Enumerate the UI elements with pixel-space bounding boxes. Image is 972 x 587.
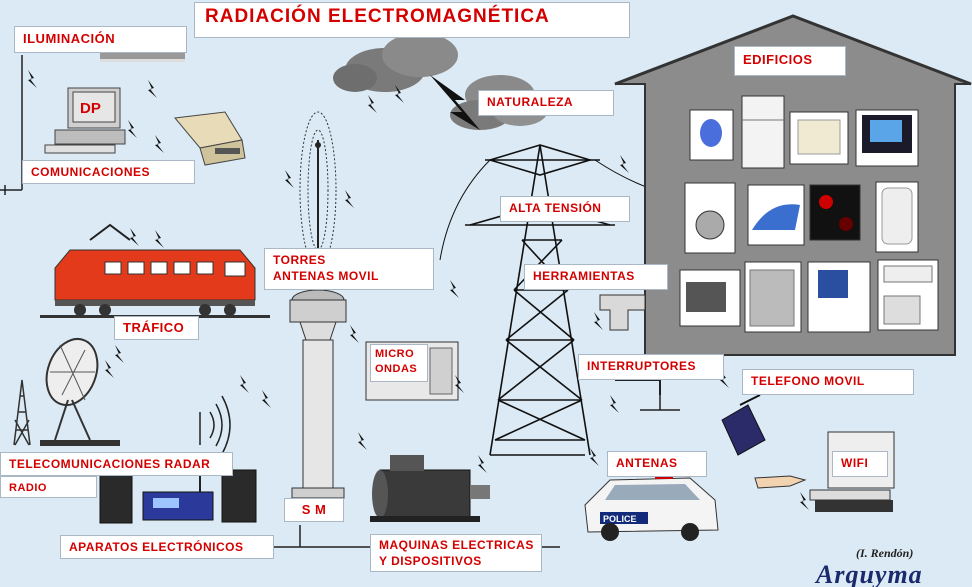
ceiling-light-icon: [100, 53, 185, 62]
switch-icon: [615, 379, 661, 395]
label-torres-antenas: TORRES ANTENAS MOVIL: [264, 248, 434, 290]
label-torres-line1: TORRES: [273, 253, 326, 267]
label-microondas: MICRO ONDAS: [370, 344, 428, 382]
label-trafico: TRÁFICO: [114, 316, 199, 340]
label-telecomunicaciones-radar: TELECOMUNICACIONES RADAR: [0, 452, 233, 476]
label-micro-line1: MICRO: [375, 348, 415, 360]
label-interruptores: INTERRUPTORES: [578, 354, 724, 380]
computer-icon: DP: [44, 87, 126, 154]
label-naturaleza: NATURALEZA: [478, 90, 614, 116]
label-micro-line2: ONDAS: [375, 363, 418, 375]
label-radio: RADIO: [0, 476, 97, 498]
signal-waves-icon: [199, 395, 231, 455]
electronic-device-icon: [99, 469, 257, 524]
radio-mast-icon: [13, 379, 31, 446]
label-iluminacion: ILUMINACIÓN: [14, 26, 187, 53]
label-alta-tension: ALTA TENSIÓN: [500, 196, 630, 222]
label-edificios: EDIFICIOS: [734, 46, 846, 76]
electric-motor-icon: [370, 455, 490, 522]
label-wifi: WIFI: [832, 451, 888, 477]
radar-dish-icon: [40, 338, 120, 446]
credit-text: (I. Rendón): [856, 546, 914, 560]
label-antenas: ANTENAS: [607, 451, 707, 477]
label-maquinas-electricas: MAQUINAS ELECTRICAS Y DISPOSITIVOS: [370, 534, 542, 572]
label-torres-line2: ANTENAS MOVIL: [273, 269, 379, 283]
printer-icon: [174, 111, 246, 166]
mobile-phone-icon: [721, 394, 766, 456]
fridge-icon: [741, 95, 785, 169]
cooktop-icon: [809, 184, 861, 241]
label-maquinas-line1: MAQUINAS ELECTRICAS: [379, 538, 534, 552]
appliance-grid: [679, 95, 939, 333]
power-tool-icon: [599, 294, 646, 331]
lightning-bolt-icon: [430, 75, 480, 130]
police-text: POLICE: [603, 514, 637, 524]
tower-icon: [289, 111, 347, 499]
hand-icon: [754, 475, 807, 489]
label-maquinas-line2: Y DISPOSITIVOS: [379, 554, 482, 568]
dp-monitor-text: DP: [80, 100, 101, 117]
label-herramientas: HERRAMIENTAS: [524, 264, 668, 290]
label-sm: S M: [284, 498, 344, 522]
police-car-icon: POLICE: [584, 475, 719, 541]
label-telefono-movil: TELEFONO MOVIL: [742, 369, 914, 395]
label-aparatos-electronicos: APARATOS ELECTRÓNICOS: [60, 535, 274, 559]
train-icon: [40, 223, 270, 318]
label-comunicaciones: COMUNICACIONES: [22, 160, 195, 184]
arquyma-logo: Arquyma: [816, 560, 923, 587]
page-title: RADIACIÓN ELECTROMAGNÉTICA: [194, 2, 630, 38]
